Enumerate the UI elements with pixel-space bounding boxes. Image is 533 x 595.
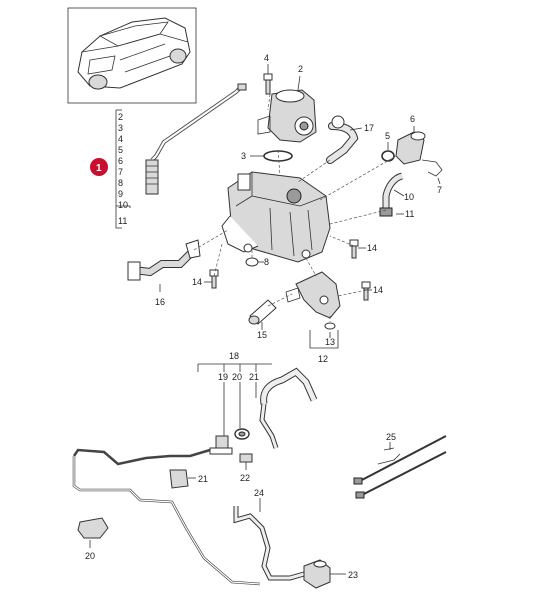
label-14-left: 14 [192, 277, 202, 287]
label-12: 12 [318, 354, 328, 364]
label-7: 7 [437, 185, 442, 195]
highlight-dot[interactable] [90, 158, 108, 176]
label-leaders-upper [159, 64, 441, 349]
label-22: 22 [240, 473, 250, 483]
bolt-14-lower [361, 281, 371, 301]
connector-19 [209, 435, 233, 455]
label-24: 24 [254, 488, 264, 498]
list-item-9: 9 [118, 189, 123, 199]
label-16: 16 [155, 297, 165, 307]
clamp-21-top [234, 428, 250, 440]
egr-valve [257, 89, 317, 143]
label-25: 25 [386, 432, 396, 442]
connector-6 [395, 131, 426, 165]
list-item-5: 5 [118, 145, 123, 155]
label-23: 23 [348, 570, 358, 580]
label-15: 15 [257, 330, 267, 340]
ring-5 [381, 150, 395, 162]
bolt-4 [263, 73, 273, 95]
sleeve-15 [248, 299, 277, 325]
hose-17 [326, 115, 359, 164]
bracket-12 [285, 271, 341, 319]
label-10: 10 [404, 192, 414, 202]
label-21-top: 21 [249, 372, 259, 382]
washer-13 [324, 322, 336, 330]
list-item-10: 10 [118, 200, 128, 210]
bracket-21 [169, 469, 196, 489]
label-11: 11 [405, 209, 414, 219]
label-14-right: 14 [367, 243, 377, 253]
label-2: 2 [298, 64, 303, 74]
list-item-3: 3 [118, 123, 123, 133]
hose-10 [379, 172, 404, 217]
list-item-4: 4 [118, 134, 123, 144]
list-item-11: 11 [118, 216, 127, 226]
clip-20 [77, 517, 109, 548]
label-3: 3 [241, 151, 246, 161]
list-item-7: 7 [118, 167, 123, 177]
list-item-6: 6 [118, 156, 123, 166]
highlight-label: 1 [96, 163, 102, 174]
label-8: 8 [264, 257, 269, 267]
connector-22 [239, 453, 253, 470]
label-18: 18 [229, 351, 239, 361]
bolt-14-right [349, 239, 359, 259]
list-item-2: 2 [118, 112, 123, 122]
label-5: 5 [385, 131, 390, 141]
label-20: 20 [85, 551, 95, 561]
vehicle-inset-frame [67, 7, 197, 104]
highlight-callout[interactable]: 1 [90, 158, 108, 176]
label-21: 21 [198, 474, 208, 484]
group-list: 2 3 4 5 6 7 8 9 10 11 [115, 109, 131, 229]
vacuum-lines [72, 367, 318, 586]
label-13: 13 [325, 337, 335, 347]
dashed-leaders-upper [193, 93, 397, 322]
list-item-8: 8 [118, 178, 123, 188]
valve-23 [303, 559, 346, 589]
vehicle-icon [77, 17, 191, 90]
pipe-16 [127, 239, 201, 281]
label-20-top: 20 [232, 372, 242, 382]
label-19: 19 [218, 372, 228, 382]
label-4: 4 [264, 53, 269, 63]
label-17: 17 [364, 123, 374, 133]
tube-assembly [145, 83, 247, 195]
cable-ties-25 [353, 435, 447, 499]
egr-cooler [221, 171, 331, 263]
washer-8 [245, 257, 259, 267]
clip-7 [421, 159, 443, 177]
label-14-lower: 14 [373, 285, 383, 295]
bolt-14-left [209, 269, 219, 289]
group-18-bracket [197, 363, 272, 436]
label-6: 6 [410, 114, 415, 124]
